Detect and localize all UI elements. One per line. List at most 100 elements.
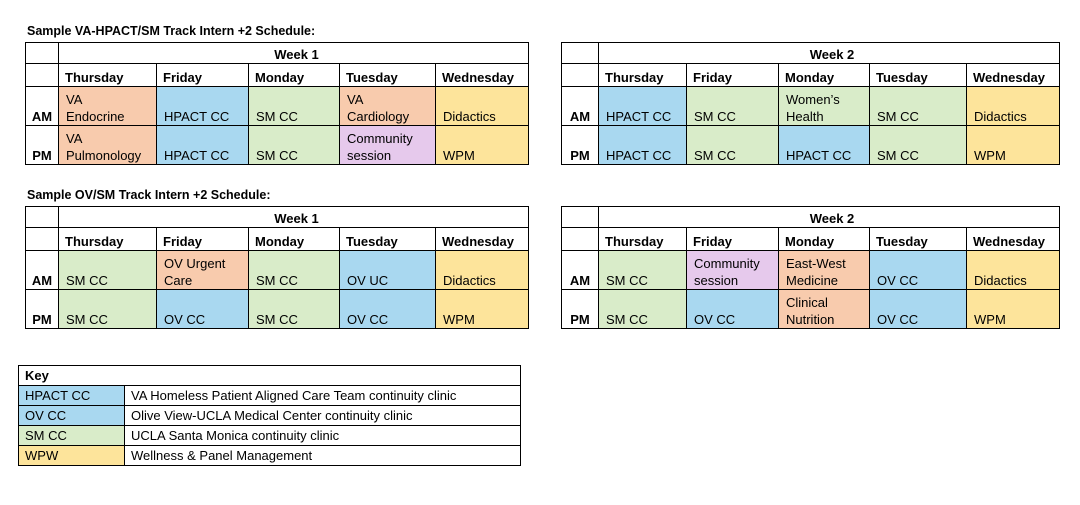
- schedule-cell-text: Community: [347, 131, 413, 146]
- day-header: Thursday: [598, 227, 687, 251]
- schedule-cell-text: Pulmonology: [66, 148, 142, 163]
- day-header: Tuesday: [869, 227, 967, 251]
- schedule-cell-text: OV UC: [347, 273, 389, 288]
- day-header: Friday: [156, 63, 249, 87]
- schedule-cell-text: Clinical: [786, 295, 828, 310]
- schedule-cell: OV CC: [869, 250, 967, 290]
- schedule-cell-text: VA: [347, 92, 364, 107]
- day-header: Friday: [686, 227, 779, 251]
- time-slot-label: PM: [561, 289, 599, 329]
- schedule-cell: Didactics: [434, 250, 530, 290]
- schedule-cell: OV CC: [339, 289, 436, 329]
- time-slot-label: PM: [25, 125, 59, 165]
- schedule-cell-text: WPM: [974, 312, 1006, 327]
- schedule-cell-text: VA: [66, 131, 83, 146]
- schedule-cell: SM CC: [248, 250, 340, 290]
- schedule-cell-text: Endocrine: [66, 109, 125, 124]
- schedule-cell-text: Care: [164, 273, 193, 288]
- schedule-cell-text: Didactics: [443, 109, 496, 124]
- corner-cell: [25, 227, 59, 251]
- corner-cell: [561, 206, 599, 228]
- schedule-cell: Didactics: [965, 250, 1061, 290]
- key-description: VA Homeless Patient Aligned Care Team co…: [123, 385, 522, 406]
- schedule-cell: Didactics: [965, 86, 1061, 126]
- key-abbr: OV CC: [18, 405, 125, 426]
- key-abbr: WPW: [18, 445, 125, 466]
- day-header: Wednesday: [965, 63, 1061, 87]
- schedule-cell: WPM: [434, 125, 530, 165]
- schedule-cell-text: OV CC: [877, 273, 919, 288]
- key-description: Wellness & Panel Management: [123, 445, 522, 466]
- section-1-title: Sample VA-HPACT/SM Track Intern +2 Sched…: [27, 24, 316, 38]
- day-header: Monday: [778, 227, 870, 251]
- schedule-cell: HPACT CC: [156, 125, 249, 165]
- week-header: Week 1: [57, 206, 530, 228]
- schedule-cell: SM CC: [248, 289, 340, 329]
- schedule-cell: SM CC: [686, 125, 779, 165]
- schedule-cell-text: SM CC: [877, 148, 919, 163]
- schedule-cell: Didactics: [434, 86, 530, 126]
- week-header: Week 2: [597, 206, 1061, 228]
- schedule-cell-text: session: [347, 148, 392, 163]
- schedule-cell-text: OV CC: [347, 312, 389, 327]
- week-header: Week 1: [57, 42, 530, 64]
- schedule-cell-text: HPACT CC: [606, 148, 672, 163]
- schedule-cell: HPACT CC: [598, 125, 687, 165]
- schedule-cell-text: SM CC: [256, 109, 298, 124]
- time-slot-label: AM: [25, 86, 59, 126]
- key-abbr: SM CC: [18, 425, 125, 446]
- section-2-title: Sample OV/SM Track Intern +2 Schedule:: [27, 188, 271, 202]
- schedule-cell-text: HPACT CC: [786, 148, 852, 163]
- schedule-cell-text: SM CC: [606, 273, 648, 288]
- schedule-cell: HPACT CC: [156, 86, 249, 126]
- schedule-cell-text: HPACT CC: [164, 109, 230, 124]
- day-header: Wednesday: [965, 227, 1061, 251]
- schedule-cell: SM CC: [598, 289, 687, 329]
- schedule-cell-text: SM CC: [877, 109, 919, 124]
- schedule-cell: SM CC: [248, 86, 340, 126]
- schedule-cell-text: WPM: [443, 148, 475, 163]
- day-header: Monday: [248, 227, 340, 251]
- schedule-cell-text: VA: [66, 92, 83, 107]
- key-description: Olive View-UCLA Medical Center continuit…: [123, 405, 522, 426]
- day-header: Thursday: [58, 227, 157, 251]
- schedule-cell-text: East-West: [786, 256, 846, 271]
- schedule-cell-text: Nutrition: [786, 312, 835, 327]
- week-header: Week 2: [597, 42, 1061, 64]
- schedule-cell: SM CC: [598, 250, 687, 290]
- time-slot-label: PM: [561, 125, 599, 165]
- schedule-cell-text: OV CC: [877, 312, 919, 327]
- schedule-cell-text: HPACT CC: [606, 109, 672, 124]
- schedule-cell: WPM: [965, 125, 1061, 165]
- day-header: Wednesday: [434, 63, 530, 87]
- day-header: Wednesday: [434, 227, 530, 251]
- time-slot-label: AM: [561, 86, 599, 126]
- key-description: UCLA Santa Monica continuity clinic: [123, 425, 522, 446]
- schedule-cell: Community session: [339, 125, 436, 165]
- schedule-cell-text: SM CC: [256, 148, 298, 163]
- day-header: Monday: [778, 63, 870, 87]
- schedule-cell: VA Pulmonology: [58, 125, 157, 165]
- schedule-cell-text: SM CC: [606, 312, 648, 327]
- schedule-cell-text: Cardiology: [347, 109, 410, 124]
- schedule-cell-text: session: [694, 273, 739, 288]
- schedule-cell: VA Endocrine: [58, 86, 157, 126]
- schedule-cell: HPACT CC: [778, 125, 870, 165]
- day-header: Thursday: [598, 63, 687, 87]
- schedule-cell: OV CC: [869, 289, 967, 329]
- schedule-cell-text: SM CC: [66, 312, 108, 327]
- schedule-cell: SM CC: [58, 289, 157, 329]
- schedule-cell: HPACT CC: [598, 86, 687, 126]
- schedule-cell: SM CC: [248, 125, 340, 165]
- corner-cell: [561, 42, 599, 64]
